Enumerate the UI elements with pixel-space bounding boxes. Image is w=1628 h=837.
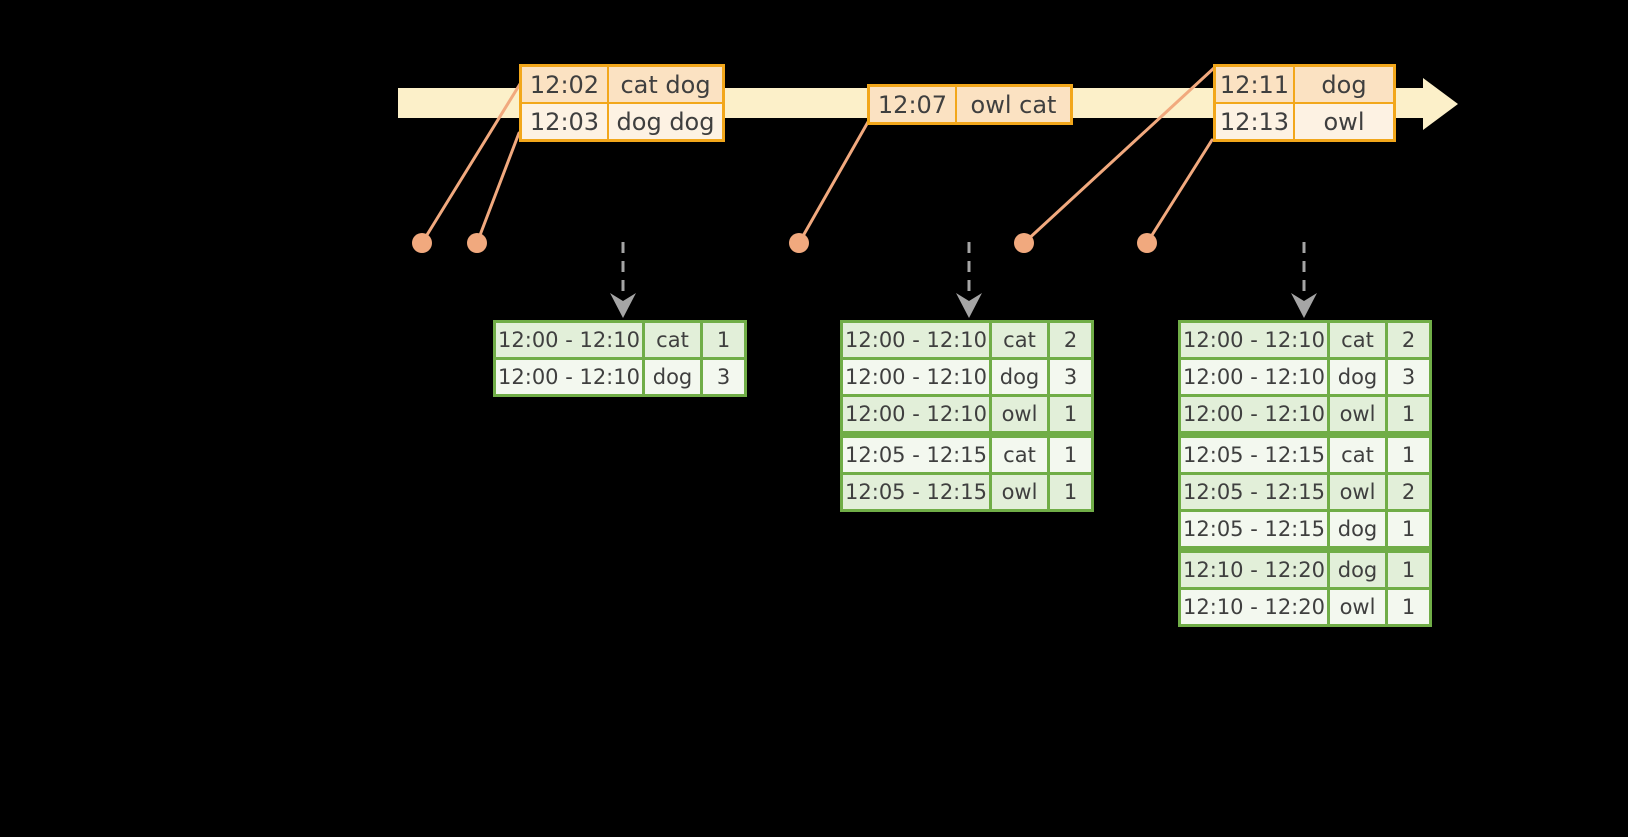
count-cell: 1	[1050, 397, 1091, 431]
event-row: 12:02 cat dog	[522, 67, 722, 102]
arrow-down-icon	[1291, 293, 1317, 318]
event-table-2: 12:07 owl cat	[867, 84, 1073, 125]
word-cell: owl	[1330, 475, 1385, 509]
word-cell: owl	[992, 397, 1047, 431]
window-cell: 12:00 - 12:10	[843, 397, 989, 431]
window-cell: 12:05 - 12:15	[843, 475, 989, 509]
result-row: 12:10 - 12:20 owl 1	[1181, 590, 1429, 624]
event-dot-icon	[467, 233, 487, 253]
count-cell: 1	[1050, 438, 1091, 472]
window-cell: 12:05 - 12:15	[1181, 438, 1327, 472]
window-cell: 12:00 - 12:10	[1181, 360, 1327, 394]
word-cell: cat	[992, 438, 1047, 472]
window-cell: 12:00 - 12:10	[496, 360, 642, 394]
event-time-cell: 12:11	[1216, 67, 1293, 102]
event-row: 12:11 dog	[1216, 67, 1393, 102]
arrow-down-icon	[610, 293, 636, 318]
event-time-cell: 12:03	[522, 104, 607, 139]
count-cell: 2	[1050, 323, 1091, 357]
count-cell: 1	[1388, 438, 1429, 472]
event-time-cell: 12:02	[522, 67, 607, 102]
word-cell: owl	[1330, 397, 1385, 431]
word-cell: cat	[1330, 438, 1385, 472]
word-cell: dog	[1330, 512, 1385, 546]
connector-lines	[420, 66, 1216, 245]
result-row: 12:00 - 12:10 dog 3	[496, 360, 744, 394]
event-row: 12:07 owl cat	[870, 87, 1070, 122]
window-cell: 12:00 - 12:10	[1181, 397, 1327, 431]
connector-line-4	[1022, 66, 1216, 245]
word-cell: dog	[645, 360, 700, 394]
count-cell: 1	[1388, 590, 1429, 624]
window-cell: 12:00 - 12:10	[843, 360, 989, 394]
result-row: 12:05 - 12:15 owl 1	[843, 475, 1091, 509]
word-cell: cat	[992, 323, 1047, 357]
result-table-2: 12:00 - 12:10 cat 2 12:00 - 12:10 dog 3 …	[840, 320, 1094, 512]
window-cell: 12:05 - 12:15	[1181, 475, 1327, 509]
result-row: 12:05 - 12:15 owl 2	[1181, 475, 1429, 509]
connector-line-2	[475, 131, 521, 245]
word-cell: cat	[1330, 323, 1385, 357]
window-cell: 12:00 - 12:10	[1181, 323, 1327, 357]
event-words-cell: owl cat	[957, 87, 1070, 122]
event-time-cell: 12:07	[870, 87, 955, 122]
connector-line-1	[420, 82, 522, 245]
result-row: 12:00 - 12:10 dog 3	[843, 360, 1091, 394]
trigger-arrowheads	[610, 293, 1317, 318]
event-row: 12:13 owl	[1216, 104, 1393, 139]
window-cell: 12:10 - 12:20	[1181, 553, 1327, 587]
event-table-3: 12:11 dog 12:13 owl	[1213, 64, 1396, 142]
result-row: 12:00 - 12:10 dog 3	[1181, 360, 1429, 394]
event-row: 12:03 dog dog	[522, 104, 722, 139]
count-cell: 2	[1388, 323, 1429, 357]
window-cell: 12:05 - 12:15	[1181, 512, 1327, 546]
count-cell: 3	[1388, 360, 1429, 394]
result-row: 12:05 - 12:15 cat 1	[843, 438, 1091, 472]
result-row: 12:10 - 12:20 dog 1	[1181, 553, 1429, 587]
result-row: 12:00 - 12:10 cat 2	[843, 323, 1091, 357]
result-table-3: 12:00 - 12:10 cat 2 12:00 - 12:10 dog 3 …	[1178, 320, 1432, 627]
event-dot-icon	[1137, 233, 1157, 253]
connector-line-5	[1145, 138, 1214, 245]
timeline-arrowhead-icon	[1423, 78, 1458, 130]
word-cell: owl	[1330, 590, 1385, 624]
count-cell: 1	[703, 323, 744, 357]
event-dot-icon	[789, 233, 809, 253]
trigger-arrows	[621, 242, 1306, 296]
result-row: 12:05 - 12:15 dog 1	[1181, 512, 1429, 546]
count-cell: 1	[1388, 397, 1429, 431]
window-cell: 12:05 - 12:15	[843, 438, 989, 472]
event-dot-icon	[412, 233, 432, 253]
event-dot-icon	[1014, 233, 1034, 253]
event-words-cell: owl	[1295, 104, 1393, 139]
event-dots	[412, 233, 1157, 253]
word-cell: dog	[1330, 360, 1385, 394]
window-cell: 12:00 - 12:10	[843, 323, 989, 357]
window-cell: 12:00 - 12:10	[496, 323, 642, 357]
count-cell: 1	[1050, 475, 1091, 509]
result-row: 12:00 - 12:10 owl 1	[1181, 397, 1429, 431]
word-cell: dog	[992, 360, 1047, 394]
event-words-cell: dog	[1295, 67, 1393, 102]
result-row: 12:00 - 12:10 owl 1	[843, 397, 1091, 431]
event-time-cell: 12:13	[1216, 104, 1293, 139]
word-cell: owl	[992, 475, 1047, 509]
result-row: 12:00 - 12:10 cat 2	[1181, 323, 1429, 357]
connector-line-3	[797, 120, 870, 245]
count-cell: 3	[703, 360, 744, 394]
result-table-1: 12:00 - 12:10 cat 1 12:00 - 12:10 dog 3	[493, 320, 747, 397]
event-words-cell: cat dog	[609, 67, 722, 102]
result-row: 12:05 - 12:15 cat 1	[1181, 438, 1429, 472]
count-cell: 3	[1050, 360, 1091, 394]
result-row: 12:00 - 12:10 cat 1	[496, 323, 744, 357]
event-table-1: 12:02 cat dog 12:03 dog dog	[519, 64, 725, 142]
window-cell: 12:10 - 12:20	[1181, 590, 1327, 624]
word-cell: dog	[1330, 553, 1385, 587]
word-cell: cat	[645, 323, 700, 357]
event-words-cell: dog dog	[609, 104, 722, 139]
count-cell: 1	[1388, 553, 1429, 587]
count-cell: 1	[1388, 512, 1429, 546]
count-cell: 2	[1388, 475, 1429, 509]
arrow-down-icon	[956, 293, 982, 318]
